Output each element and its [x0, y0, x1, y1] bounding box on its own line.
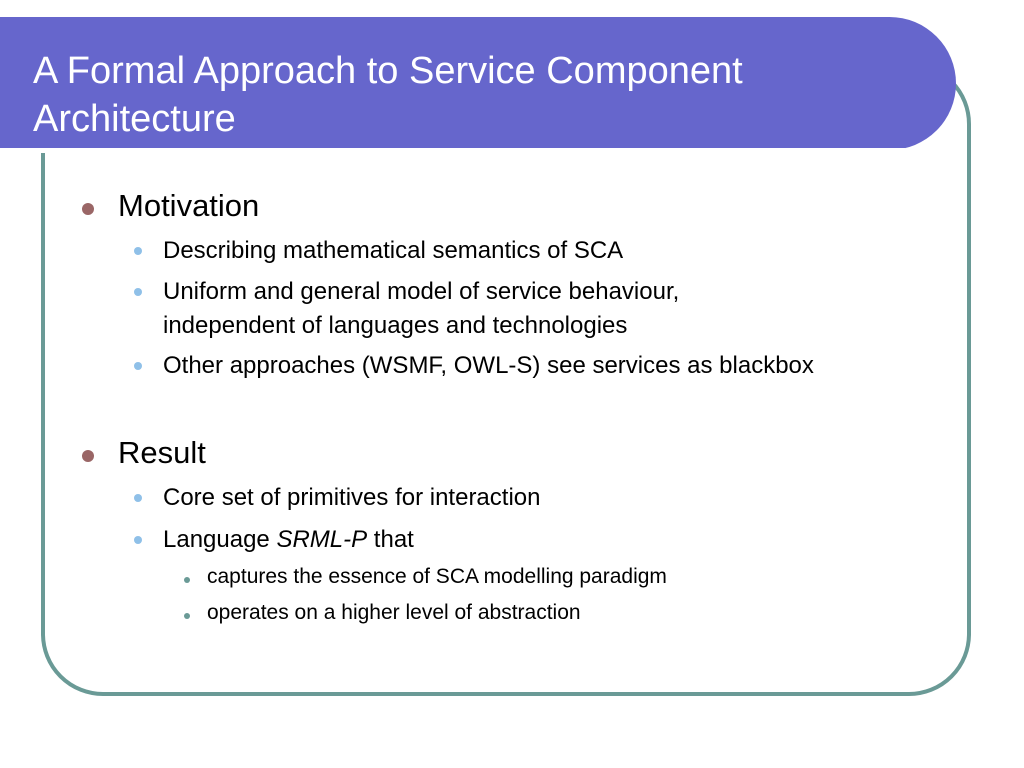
motivation-item-1: Describing mathematical semantics of SCA — [163, 237, 624, 264]
level3-bullet-icon — [184, 577, 190, 583]
level2-bullet-icon — [134, 362, 142, 370]
language-suffix: that — [367, 526, 414, 553]
motivation-item-2-line-1: Uniform and general model of service beh… — [163, 278, 680, 305]
result-language-item: Language SRML-P that — [163, 523, 414, 557]
level1-bullet-icon — [82, 203, 94, 215]
motivation-item-3: Other approaches (WSMF, OWL-S) see servi… — [163, 352, 814, 379]
level2-bullet-icon — [134, 494, 142, 502]
motivation-heading: Motivation — [118, 188, 260, 223]
result-heading: Result — [118, 435, 206, 470]
title-rule — [0, 148, 905, 153]
result-subitem-1: captures the essence of SCA modelling pa… — [207, 565, 667, 588]
motivation-item-2-line-2: independent of languages and technologie… — [163, 312, 628, 339]
title-band: A Formal Approach to Service Component A… — [0, 17, 956, 153]
level3-bullet-icon — [184, 613, 190, 619]
content-frame — [41, 62, 971, 696]
level2-bullet-icon — [134, 536, 142, 544]
level2-bullet-icon — [134, 288, 142, 296]
slide-title: A Formal Approach to Service Component A… — [33, 50, 743, 140]
srml-p-term: SRML-P — [276, 526, 368, 553]
level2-bullet-icon — [134, 247, 142, 255]
result-item-1: Core set of primitives for interaction — [163, 484, 541, 511]
language-prefix: Language — [163, 526, 277, 553]
level1-bullet-icon — [82, 450, 94, 462]
result-subitem-2: operates on a higher level of abstractio… — [207, 601, 581, 624]
